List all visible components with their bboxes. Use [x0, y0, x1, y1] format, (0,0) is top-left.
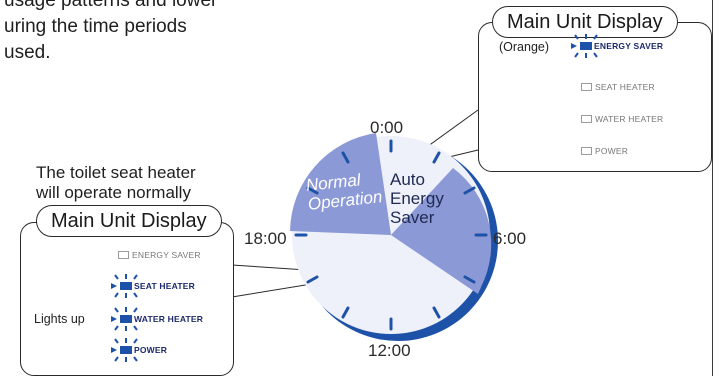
clock-ticks	[294, 139, 488, 331]
note-line: The toilet seat heater	[36, 163, 196, 182]
bottom-indicator-seat-heater: SEAT HEATER	[134, 281, 195, 291]
clock-label-6: 6:00	[493, 229, 527, 248]
segment-line: Auto	[390, 170, 425, 189]
auto-energy-saver-label: Auto Energy Saver	[390, 170, 444, 227]
bottom-panel-title: Main Unit Display	[36, 205, 222, 237]
top-indicator-power: POWER	[581, 146, 628, 156]
flashing-lamp-icon	[111, 338, 138, 362]
flashing-lamp-icon	[571, 34, 598, 58]
seat-heater-note: The toilet seat heater will operate norm…	[36, 163, 196, 203]
top-indicator-seat-heater: SEAT HEATER	[581, 82, 655, 92]
edge-border	[712, 0, 713, 376]
flashing-lamp-icon	[111, 274, 138, 298]
top-indicator-energy-saver: ENERGY SAVER	[594, 41, 664, 51]
flashing-lamp-icon	[111, 307, 138, 331]
clock-label-0: 0:00	[370, 118, 404, 137]
top-indicator-water-heater: WATER HEATER	[581, 114, 663, 124]
bottom-indicator-water-heater: WATER HEATER	[134, 314, 204, 324]
intro-line: used.	[4, 42, 51, 63]
bottom-indicator-power: POWER	[134, 345, 168, 355]
lights-up-label: Lights up	[34, 312, 85, 326]
note-line: will operate normally	[36, 183, 191, 202]
top-display-panel	[478, 22, 712, 172]
orange-note: (Orange)	[499, 40, 550, 54]
intro-line: usage patterns and lower	[4, 0, 218, 11]
intro-text: usage patterns and lower uring the time …	[4, 0, 217, 66]
segment-line: Saver	[390, 208, 435, 227]
segment-line: Energy	[390, 189, 444, 208]
intro-line: uring the time periods	[4, 16, 187, 37]
bottom-indicator-energy-saver: ENERGY SAVER	[118, 250, 201, 260]
normal-operation-segment	[391, 190, 488, 294]
normal-operation-segment	[290, 133, 391, 235]
clock-label-18: 18:00	[244, 229, 287, 248]
top-panel-title: Main Unit Display	[492, 6, 678, 38]
clock-label-12: 12:00	[368, 341, 411, 360]
